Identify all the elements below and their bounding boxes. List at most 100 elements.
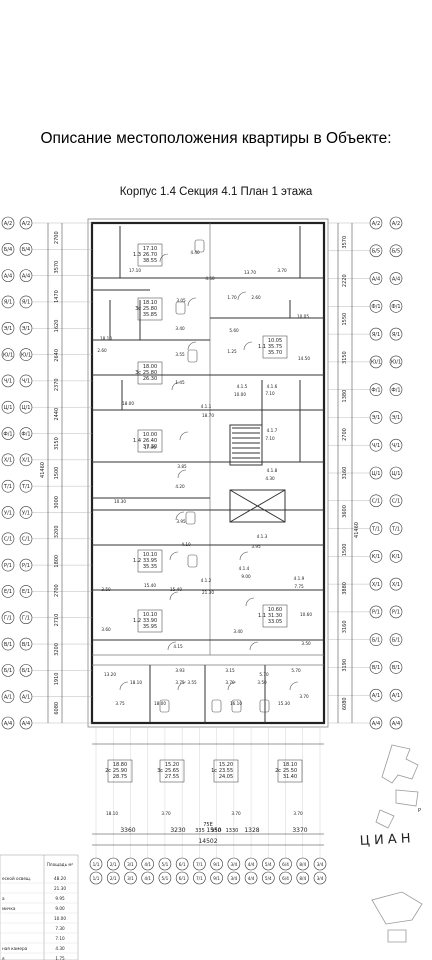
room-area-label: 10.05 (297, 314, 309, 319)
apartment-box (137, 429, 163, 453)
apartment-area: 10.60 (268, 607, 282, 613)
apartment-area: 25.65 (165, 768, 179, 774)
axis-bubble (389, 522, 403, 535)
axis-label: В/1 (372, 665, 380, 671)
dimension-label: 6080 (54, 702, 60, 715)
room-area-label: 18.10 (100, 336, 112, 341)
axis-label: Г/1 (4, 616, 12, 622)
axis-label: Ч/1 (372, 443, 380, 449)
dimension-label: 1620 (54, 320, 60, 333)
axis-label: 4/4 (248, 876, 255, 881)
axis-label: А/2 (372, 221, 380, 227)
axis-label: 3/1 (127, 876, 134, 881)
room-area-label: 3.70 (225, 680, 235, 685)
dimension-label: 2710 (54, 614, 60, 627)
room-area-label: 3.93 (175, 668, 185, 673)
room-area-label: 3.70 (231, 811, 241, 816)
axis-label: Х/1 (372, 582, 380, 588)
axis-label: Ч/1 (4, 379, 12, 385)
axis-bubble (1, 295, 15, 309)
room-area-label: 3.70 (277, 268, 287, 273)
legend-value: 4.30 (55, 946, 65, 951)
axis-label: А/1 (392, 693, 400, 699)
axis-label: А/4 (372, 276, 380, 282)
axis-label: 1/1 (93, 862, 100, 867)
dimension-label: 6080 (342, 697, 348, 710)
axis-bubble (1, 453, 15, 467)
axis-bubble (389, 716, 403, 730)
axis-label: А/4 (4, 273, 12, 279)
apartment-area: 33.90 (143, 618, 157, 624)
axis-label: К/1 (372, 554, 380, 560)
axis-bubble (1, 400, 15, 414)
axis-label: 8/4 (299, 876, 306, 881)
axis-bubble (1, 321, 15, 335)
dimensions-right: 3570222015503150138027003160360015003880… (337, 223, 360, 723)
legend-name: мичка (2, 906, 16, 911)
axis-label: Ц/1 (22, 405, 31, 411)
room-area-label: 5.60 (229, 328, 239, 333)
sanitary-fixture (187, 349, 198, 363)
apartment-area: 27.55 (165, 774, 179, 780)
room-area-label: 4.1.6 (267, 384, 278, 389)
room-area-label: 3.70 (161, 811, 171, 816)
apartment-box (107, 759, 133, 783)
axis-bubble (141, 871, 154, 885)
apartment-area: 26.40 (143, 438, 157, 444)
axis-label: Б/5 (392, 249, 400, 255)
page-title: Описание местоположения квартиры в Объек… (40, 130, 392, 147)
apartment-area: 15.20 (219, 762, 233, 768)
apartment-box (137, 361, 163, 385)
door-swing (177, 681, 187, 691)
room-area-label: 4.10 (181, 542, 191, 547)
dimension-label: 1470 (54, 290, 60, 303)
apartment-area: 35.75 (268, 344, 282, 350)
legend-value: 7.10 (55, 936, 65, 941)
axis-label: А/2 (22, 221, 30, 227)
sanitary-fixture (175, 301, 186, 315)
axis-label: Э/1 (372, 415, 380, 421)
apartment-area: 10.10 (143, 612, 157, 618)
axis-label: Т/1 (391, 526, 400, 532)
apartment-area: 35.85 (143, 312, 157, 318)
sanitary-fixture (211, 699, 222, 713)
apartment-area: 26.70 (143, 252, 157, 258)
door-swing (187, 341, 197, 351)
room-area-label: 3.70 (293, 811, 303, 816)
axis-bubble (1, 585, 15, 598)
apartment-area: 15.20 (165, 762, 179, 768)
room-area-label: 14.50 (298, 356, 310, 361)
apartment-label: 1.1 (258, 613, 266, 619)
axis-bubble (389, 383, 403, 396)
apartment-area: 10.05 (268, 338, 282, 344)
room-area-label: 4.1.1 (201, 404, 212, 409)
apartment-box (137, 243, 163, 267)
axis-label: Х/1 (392, 582, 400, 588)
room-area-label: 3.50 (257, 680, 267, 685)
dimension-total: 14502 (198, 838, 217, 845)
dimension-label: 335 (195, 828, 205, 834)
dimension-label: 3880 (342, 582, 348, 595)
axis-label: С/1 (22, 537, 30, 543)
axis-label: 3/1 (127, 862, 134, 867)
axis-bubble (89, 871, 103, 885)
axis-bubble (262, 871, 275, 885)
axis-label: 4/1 (144, 876, 151, 881)
axis-label: 2/1 (110, 862, 117, 867)
apartment-area: 25.90 (113, 768, 127, 774)
apartment-box (137, 609, 163, 633)
dimension-label: 2640 (54, 349, 60, 362)
axis-bubble (389, 411, 403, 424)
dimension-label: 1500 (54, 467, 60, 480)
room-area-label: 3.75 (115, 701, 125, 706)
axis-bubble (1, 637, 15, 651)
apartment-label: 3с (135, 306, 141, 312)
watermark: Ц И А Н (359, 831, 411, 849)
apartment-label: 2с (105, 768, 111, 774)
fixtures (119, 239, 299, 713)
axis-label: Я/1 (392, 332, 400, 338)
axis-label: 8/4 (299, 862, 306, 867)
apartment-box (137, 549, 163, 573)
axis-label: С/1 (392, 499, 400, 505)
